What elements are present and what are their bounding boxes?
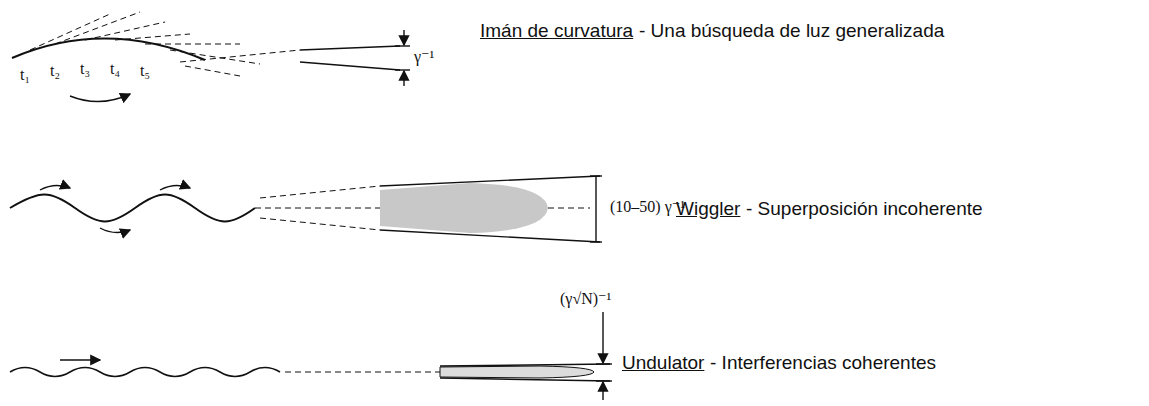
angle-label: (10–50) γ⁻¹ [610,198,685,216]
section-title: Undulator [622,352,704,374]
time-label: t₄ [110,60,120,78]
section-subtitle: - Interferencias coherentes [710,352,936,374]
section-subtitle: - Una búsqueda de luz generalizada [639,20,944,42]
angle-label: γ⁻¹ [414,48,434,66]
time-label: t₁ [20,66,30,84]
time-label: t₅ [140,62,150,80]
bending-magnet-figure [12,12,410,102]
section-title: Imán de curvatura [480,20,633,42]
section-title: Wiggler [676,198,740,220]
time-label: t₂ [50,62,60,80]
angle-label: (γ√N)⁻¹ [560,290,611,308]
undulator-figure [10,312,612,400]
time-label: t₃ [80,60,90,78]
section-subtitle: - Superposición incoherente [746,198,983,220]
wiggler-figure [10,176,602,242]
